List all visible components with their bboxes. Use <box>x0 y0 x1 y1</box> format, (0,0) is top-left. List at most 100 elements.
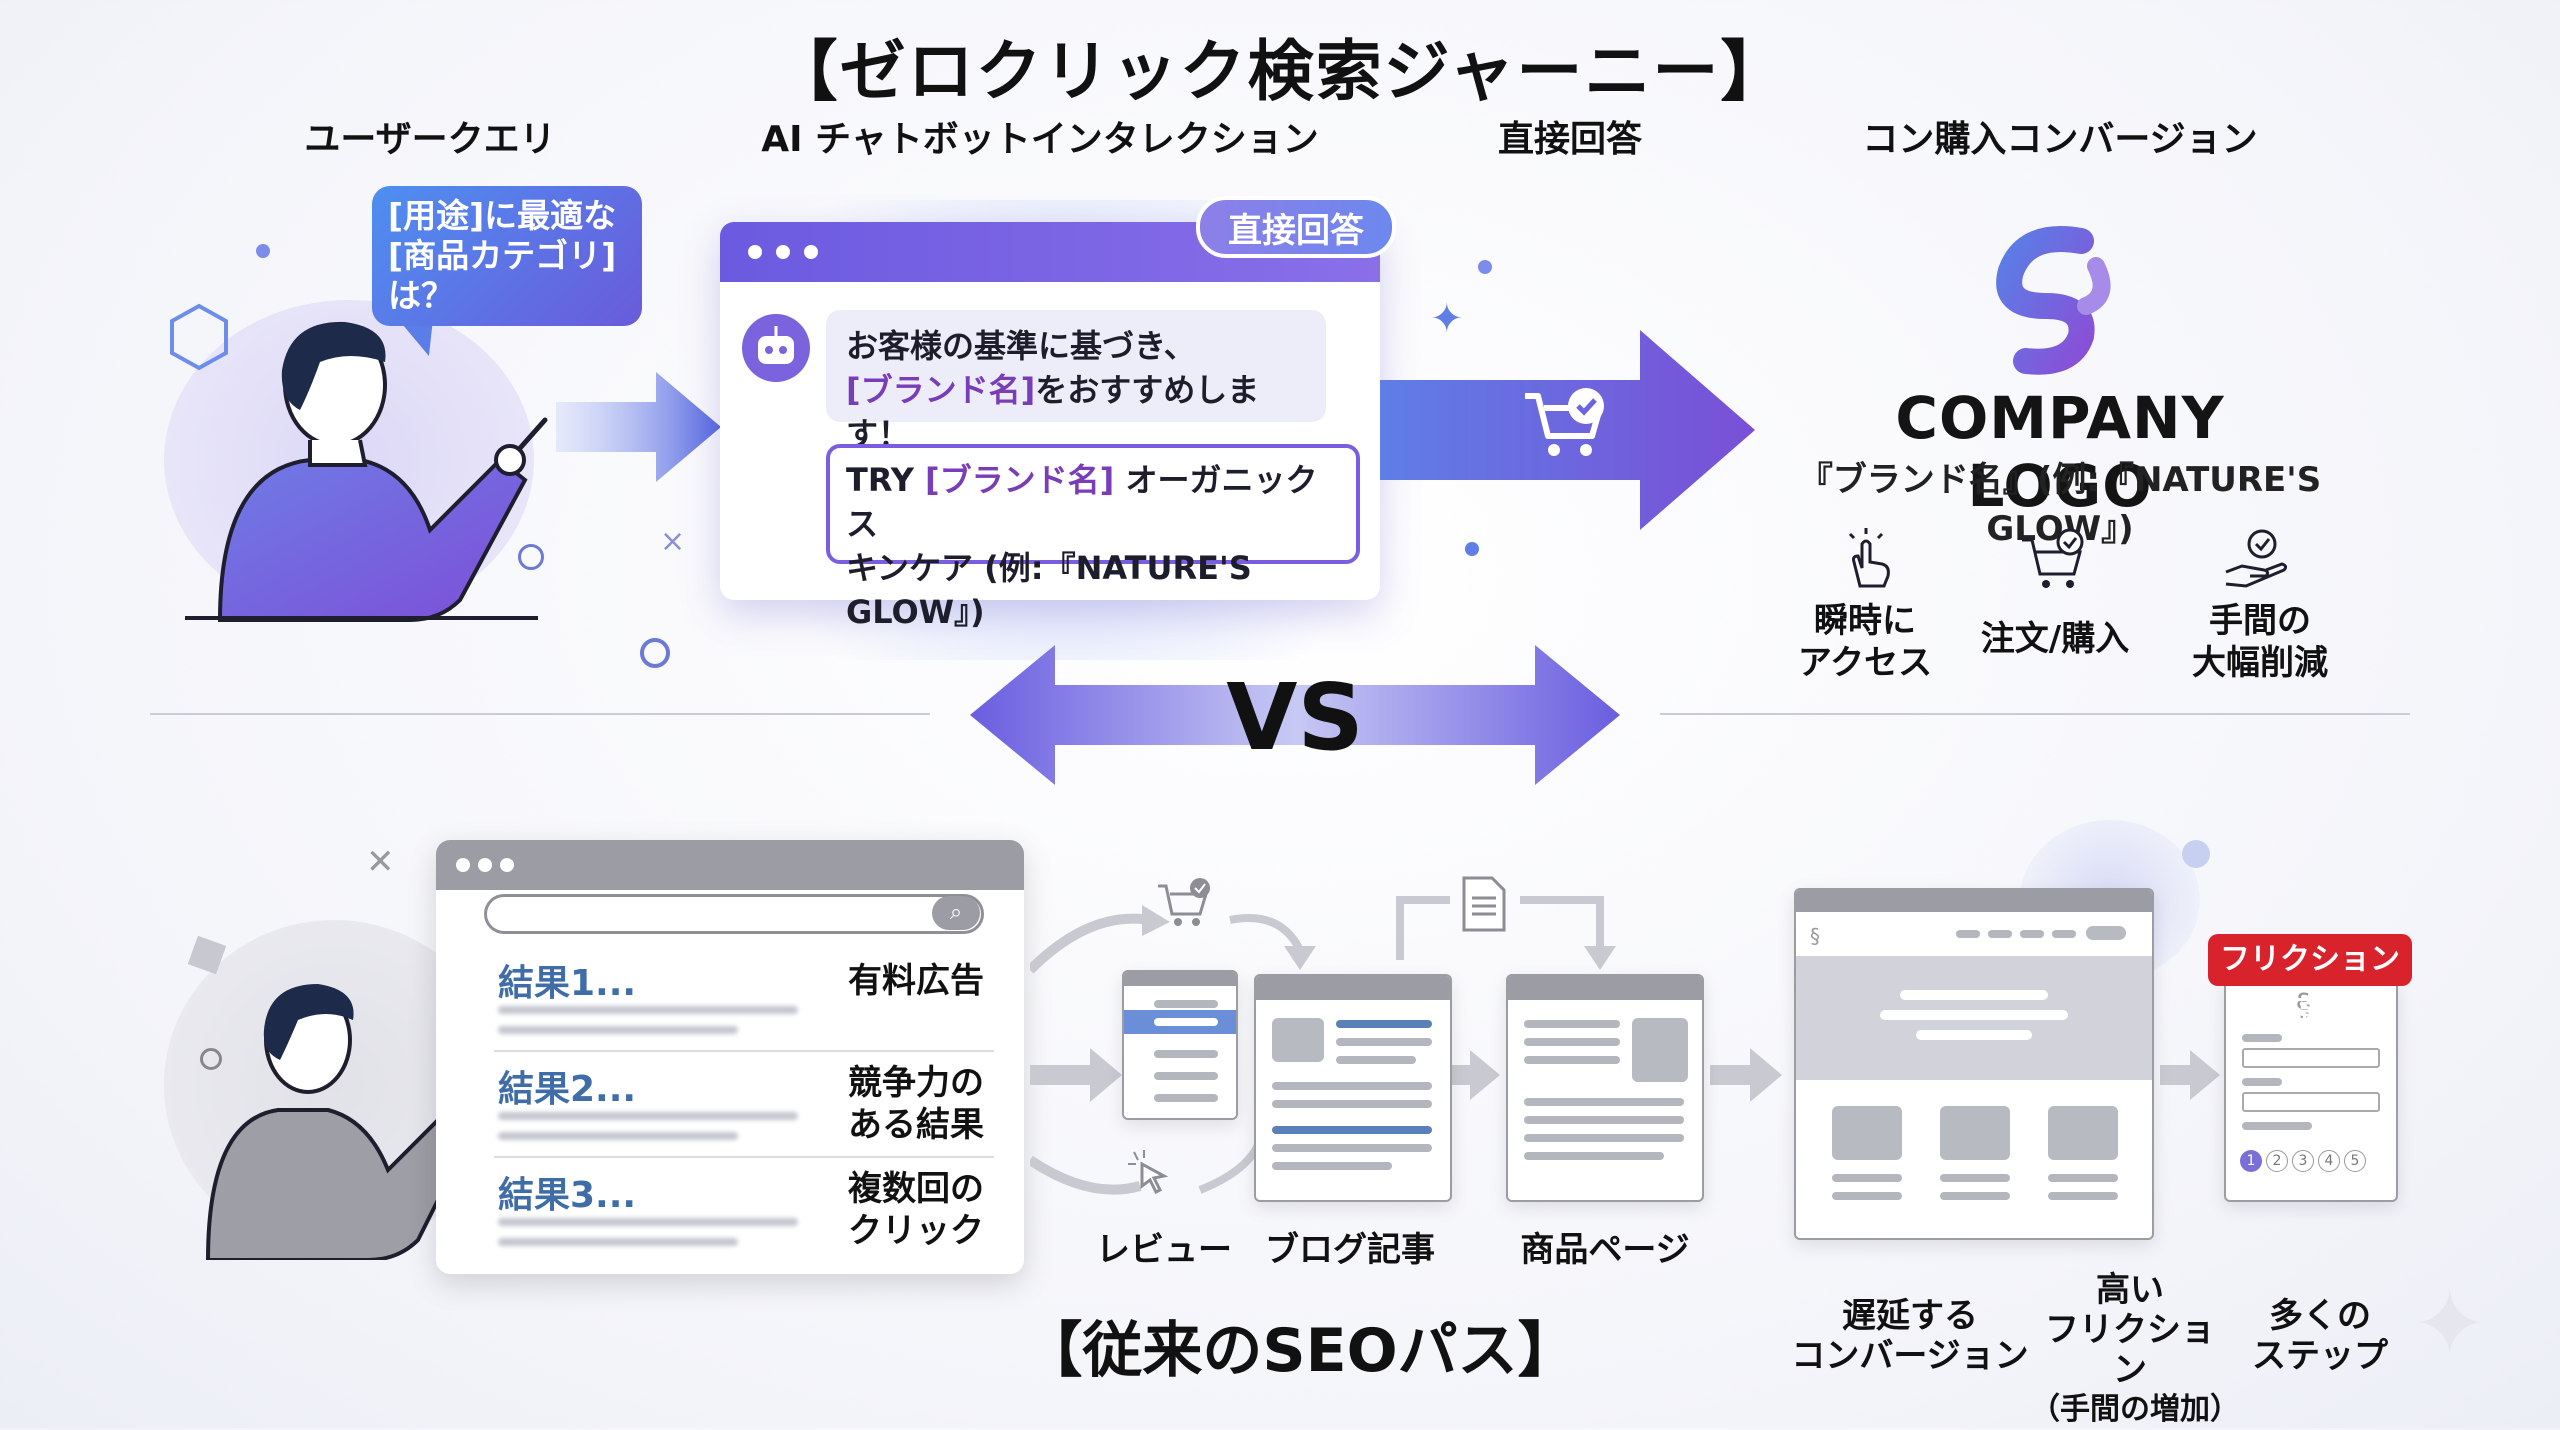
step-label-user-query: ユーザークエリ <box>304 119 556 160</box>
search-input[interactable] <box>484 894 984 934</box>
cursor-click-icon <box>1128 1150 1169 1195</box>
search-icon[interactable]: ⌕ <box>932 896 980 930</box>
user-pointing-illustration <box>185 321 548 622</box>
label-line: ステップ <box>2252 1336 2388 1376</box>
product-page-window <box>1506 974 1704 1202</box>
tag-line: 競争力の <box>848 1063 984 1103</box>
sparkle-watermark-icon: ✦ <box>2412 1272 2488 1377</box>
vs-label: VS <box>1226 664 1364 771</box>
window-dot-icon <box>478 858 492 872</box>
result-divider <box>494 1156 994 1158</box>
window-titlebar <box>1124 972 1236 986</box>
text-line <box>1524 1056 1620 1064</box>
step-label-ai-chat: AI チャトボットインタレクション <box>761 119 1319 160</box>
window-titlebar <box>1508 976 1702 1000</box>
label-line: 多くの <box>2269 1296 2371 1336</box>
step-4-icon: 4 <box>2318 1150 2340 1172</box>
card-line <box>1940 1174 2010 1182</box>
list-line <box>1154 1050 1218 1058</box>
tag-line: ある結果 <box>848 1105 984 1145</box>
window-dot-icon <box>456 858 470 872</box>
bot-message-brand: [ブランド名] <box>846 371 1036 409</box>
result-tag-competitive: 競争力の ある結果 <box>816 1062 1016 1146</box>
label-line: （手間の増加） <box>2030 1392 2240 1427</box>
text-line <box>1336 1056 1416 1064</box>
label-line: 高い <box>2096 1270 2164 1310</box>
card-line <box>2048 1174 2118 1182</box>
decor-ring-icon <box>200 1048 222 1070</box>
bot-message-line-1: お客様の基準に基づき、 <box>846 327 1196 365</box>
step-5-icon: 5 <box>2344 1150 2366 1172</box>
search-result-2[interactable]: 結果2... <box>498 1069 637 1110</box>
text-line <box>1524 1116 1684 1124</box>
form-line <box>2242 1122 2312 1130</box>
nav-line <box>1988 930 2012 938</box>
hexagon-icon <box>170 303 228 371</box>
window-titlebar <box>1256 976 1450 1000</box>
company-logo-icon <box>1996 226 2111 375</box>
document-icon <box>1462 876 1506 932</box>
section-divider-left <box>150 713 930 715</box>
bubble-line-1: [用途]に最適な <box>388 196 617 235</box>
double-arrow-icon <box>970 645 1620 785</box>
hand-check-icon <box>2225 529 2288 588</box>
decor-ring-icon <box>640 638 670 668</box>
hero-line <box>1900 990 2048 1000</box>
text-line <box>1272 1144 1432 1152</box>
review-list-window <box>1122 970 1238 1120</box>
website-window: § <box>1794 888 2154 1240</box>
step-2-icon: 2 <box>2266 1150 2288 1172</box>
speech-bubble: [用途]に最適な [商品カテゴリ] は？ <box>372 186 642 326</box>
text-line <box>1272 1162 1392 1170</box>
decor-dot-icon <box>1478 260 1492 274</box>
form-line <box>2242 1034 2282 1042</box>
step-1-icon: 1 <box>2240 1150 2262 1172</box>
form-logo-icon: § <box>2296 988 2311 1023</box>
bot-message-rest: をおすすめします！ <box>846 371 1260 453</box>
product-card <box>1832 1106 1902 1160</box>
text-line <box>1272 1126 1432 1134</box>
nav-line <box>2020 930 2044 938</box>
list-line <box>1154 1018 1218 1026</box>
tag-line: 複数回の <box>848 1169 984 1209</box>
direct-answer-badge: 直接回答 <box>1196 196 1396 258</box>
nav-line <box>2052 930 2076 938</box>
search-result-1[interactable]: 結果1... <box>498 963 637 1004</box>
snippet-line <box>498 1218 798 1226</box>
try-rest: オーガニックス <box>846 461 1318 543</box>
search-result-3[interactable]: 結果3... <box>498 1175 637 1216</box>
bubble-line-2: [商品カテゴリ] <box>388 236 617 275</box>
label-line: 遅延する <box>1842 1296 1978 1336</box>
nav-button <box>2086 926 2126 940</box>
result-tag-paid-ad: 有料広告 <box>848 961 984 1001</box>
benefit-line: 瞬時に <box>1814 601 1916 641</box>
company-logo-text: COMPANY LOGO <box>1895 384 2225 520</box>
step-3-icon: 3 <box>2292 1150 2314 1172</box>
form-step-indicator: 1 2 3 4 5 <box>2240 1150 2366 1172</box>
form-line <box>2242 1078 2282 1086</box>
card-line <box>1832 1192 1902 1200</box>
result-divider <box>494 1050 994 1052</box>
checkout-form-window: § 1 2 3 4 5 <box>2224 980 2398 1202</box>
step-label-conversion: コン購入コンバージョン <box>1862 119 2258 160</box>
decor-dot-icon <box>2182 840 2210 868</box>
label-delayed-conversion: 遅延する コンバージョン <box>1790 1296 2030 1376</box>
x-mark-icon: × <box>660 524 686 559</box>
text-line <box>1524 1134 1684 1142</box>
benefit-instant-access: 瞬時に アクセス <box>1780 600 1950 684</box>
snippet-line <box>498 1026 738 1034</box>
label-line: フリクション <box>2045 1310 2215 1390</box>
window-dot-icon <box>500 858 514 872</box>
text-line <box>1524 1020 1620 1028</box>
card-line <box>1940 1192 2010 1200</box>
big-arrow-right-icon <box>1380 330 1755 530</box>
card-line <box>1832 1174 1902 1182</box>
label-many-steps: 多くの ステップ <box>2240 1296 2400 1376</box>
label-review: レビュー <box>1096 1230 1232 1270</box>
image-placeholder <box>1272 1018 1324 1062</box>
recommendation-box: TRY [ブランド名] オーガニックス キンケア (例:『NATURE'S GL… <box>826 444 1360 631</box>
blog-article-window <box>1254 974 1452 1202</box>
search-results-window: ⌕ 結果1... 有料広告 結果2... 競争力の ある結果 結果3... 複数… <box>436 840 1024 1274</box>
decor-dot-icon <box>1465 542 1479 556</box>
seo-path-title: 【従来のSEOパス】 <box>1022 1316 1578 1386</box>
